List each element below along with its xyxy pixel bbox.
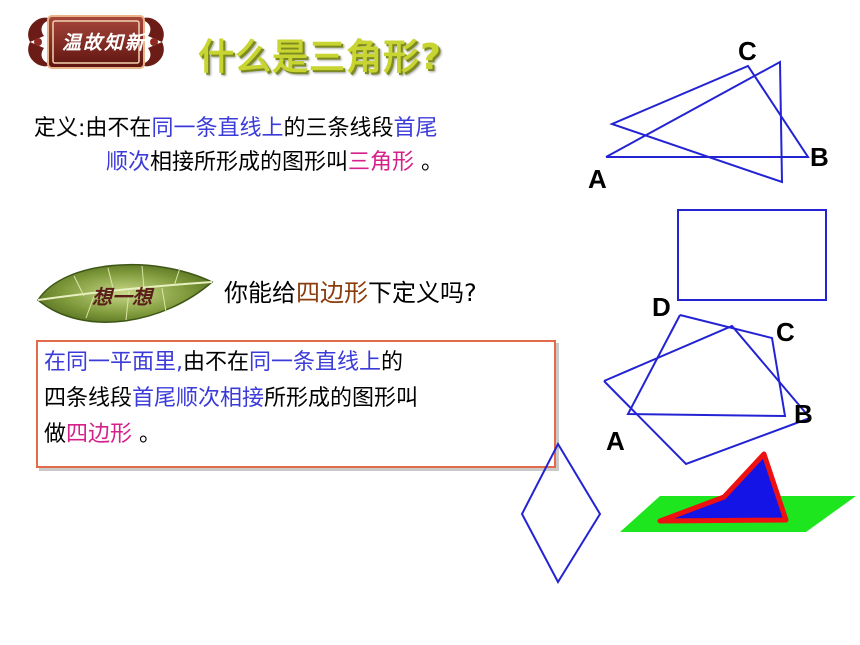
- definition-text: 相接所形成的图形叫: [150, 150, 349, 175]
- definition-text: 四条线段: [44, 386, 133, 411]
- leaf-text: 想一想: [92, 286, 155, 309]
- highlight-same-line: 同一条直线上: [249, 350, 382, 375]
- think-leaf: 想一想: [34, 254, 216, 336]
- label-triangle-a: A: [588, 164, 607, 194]
- skew-quadrilateral-figure: [603, 324, 812, 466]
- crossed-quadrilateral-figure: [626, 314, 787, 418]
- highlight-in-order: 顺次: [106, 150, 151, 175]
- label-triangle-c: C: [738, 36, 757, 66]
- rhombus-figure: [520, 441, 602, 585]
- definition-text: 由不在: [85, 116, 152, 141]
- definition-text: 的三条线段: [283, 116, 394, 141]
- highlight-same-plane: 在同一平面里,: [44, 350, 183, 375]
- definition-prefix: 定义:: [34, 116, 86, 141]
- page-title: 什么是三角形?: [198, 37, 442, 78]
- highlight-quadrilateral: 四边形: [296, 279, 368, 307]
- triangle-definition: 定义:由不在同一条直线上的三条线段首尾 顺次相接所形成的图形叫三角形 。: [34, 112, 594, 180]
- question-text: 下定义吗?: [368, 279, 477, 307]
- definition-suffix: 。: [132, 422, 162, 447]
- highlight-same-line: 同一条直线上: [151, 116, 284, 141]
- definition-suffix: 。: [414, 150, 444, 175]
- label-quad-d: D: [652, 292, 671, 322]
- leaf-icon: 想一想: [37, 263, 214, 323]
- label-quad-a: A: [606, 426, 625, 456]
- definition-text: 由不在: [183, 350, 250, 375]
- label-quad-c: C: [776, 317, 795, 347]
- badge-text: 温故知新: [61, 32, 146, 54]
- highlight-triangle: 三角形: [348, 150, 415, 175]
- badge-frame-icon: [28, 15, 164, 69]
- badge: 温故知新: [22, 6, 170, 78]
- label-quad-b: B: [794, 399, 813, 429]
- crossed-triangle-figure: [605, 60, 810, 184]
- definition-text: 做: [44, 422, 67, 447]
- rectangle-figure: [677, 209, 827, 301]
- quadrilateral-definition: 在同一平面里,由不在同一条直线上的 四条线段首尾顺次相接所形成的图形叫 做四边形…: [44, 345, 544, 453]
- highlight-head-tail: 首尾: [393, 116, 438, 141]
- definition-text: 所形成的图形叫: [264, 386, 419, 411]
- definition-text: 的: [381, 350, 404, 375]
- blue-triangle-figure: [657, 451, 789, 524]
- question-text: 你能给: [224, 279, 296, 307]
- label-triangle-b: B: [810, 142, 829, 172]
- highlight-head-tail-order: 首尾顺次相接: [132, 386, 265, 411]
- quad-definition-box: [36, 340, 556, 468]
- quadrilateral-question: 你能给四边形下定义吗?: [224, 273, 477, 308]
- highlight-quadrilateral: 四边形: [66, 422, 133, 447]
